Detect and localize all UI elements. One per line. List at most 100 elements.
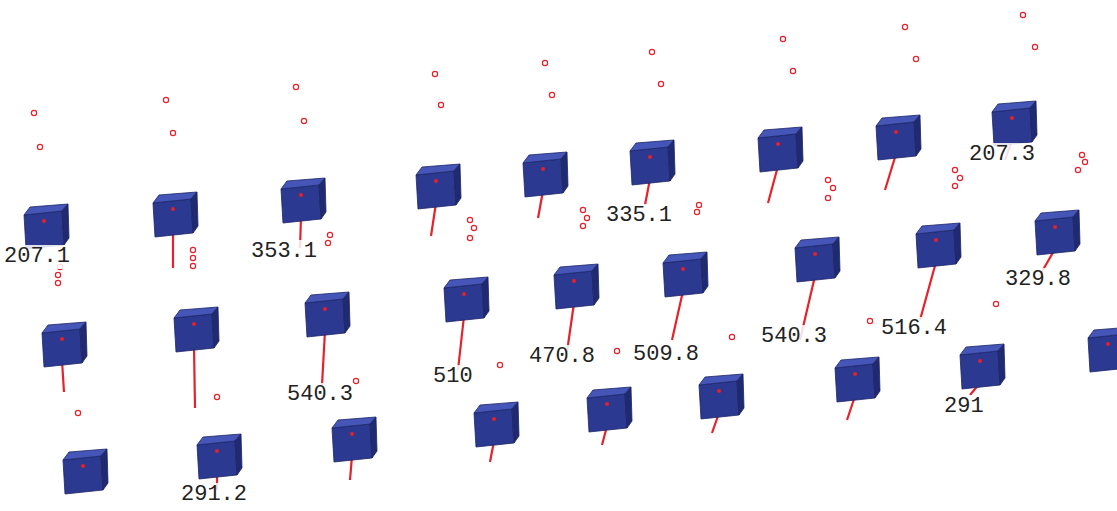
cube [42, 322, 87, 367]
cube-side [62, 204, 69, 245]
marker-circle [902, 24, 907, 29]
rod-line [194, 346, 195, 408]
marker-circle [471, 225, 476, 230]
cube-top [699, 374, 743, 385]
cube-marker [192, 322, 196, 326]
rods [62, 140, 1055, 490]
cubes [24, 101, 1117, 494]
cube-top [63, 449, 107, 460]
cube-side [343, 292, 350, 333]
cube [876, 115, 921, 160]
cube-front [1035, 217, 1075, 255]
cube-front [699, 381, 739, 419]
cube-side [454, 164, 461, 205]
cube-side [1030, 101, 1037, 142]
cube-top [42, 322, 86, 333]
cube [444, 277, 489, 322]
cube-front [587, 394, 627, 432]
cube-top [1035, 210, 1079, 221]
cube [197, 434, 242, 479]
cube [663, 252, 708, 297]
rod-line [62, 361, 64, 392]
rod-line [172, 231, 174, 268]
value-label: 291 [943, 395, 985, 419]
cube-side [668, 140, 675, 181]
cube-side [625, 387, 632, 428]
value-label: 540.3 [286, 383, 354, 407]
marker-circle [549, 92, 554, 97]
marker-circles [31, 12, 1087, 415]
marker-circle [1020, 12, 1025, 17]
rod-line [458, 316, 464, 370]
cube-front [63, 456, 103, 494]
cube [174, 307, 219, 352]
marker-circle [614, 348, 619, 353]
cube-side [482, 277, 489, 318]
value-label: 353.1 [250, 240, 318, 264]
marker-circle [1079, 152, 1084, 157]
marker-circle [825, 177, 830, 182]
cube-side [80, 322, 87, 363]
cube-top [523, 152, 567, 163]
cube-top [174, 307, 218, 318]
cube-front [305, 299, 345, 337]
cube-top [630, 140, 674, 151]
marker-circle [467, 217, 472, 222]
cube [835, 357, 880, 402]
cube [587, 387, 632, 432]
cube-top [992, 101, 1036, 112]
value-label: 335.1 [605, 204, 673, 228]
value-label: 207.3 [968, 143, 1036, 167]
cube-marker [60, 337, 64, 341]
cube-side [212, 307, 219, 348]
cube-front [474, 409, 514, 447]
cube-front [795, 244, 835, 282]
cube-side [235, 434, 242, 475]
cube-side [998, 344, 1005, 385]
marker-circle [790, 68, 795, 73]
marker-circle [542, 60, 547, 65]
cube-marker [541, 167, 545, 171]
cube [992, 101, 1037, 146]
cube-marker [776, 142, 780, 146]
cube-front [174, 314, 214, 352]
marker-circle [75, 410, 80, 415]
cube-marker [572, 279, 576, 283]
cube-front [835, 364, 875, 402]
cube-marker [492, 417, 496, 421]
cube-side [873, 357, 880, 398]
rod-line [322, 331, 325, 385]
value-label: 291.2 [180, 483, 248, 507]
marker-circle [957, 175, 962, 180]
cube-marker [934, 238, 938, 242]
value-label: 540.3 [760, 325, 828, 349]
cube-side [561, 152, 568, 193]
marker-circle [163, 97, 168, 102]
cube [24, 204, 69, 249]
cube-front [554, 271, 594, 309]
cube-marker [350, 432, 354, 436]
marker-circle [580, 207, 585, 212]
marker-circle [31, 110, 36, 115]
cube-top [281, 178, 325, 189]
cube-marker [1053, 225, 1057, 229]
rod-line [768, 166, 778, 203]
cube-front [523, 159, 563, 197]
cube-side [833, 237, 840, 278]
cube-front [416, 171, 456, 209]
cube-top [587, 387, 631, 398]
cube-side [319, 178, 326, 219]
cube-front [24, 211, 64, 249]
cube-side [1073, 210, 1080, 251]
cube-front [960, 351, 1000, 389]
marker-circle [913, 56, 918, 61]
cube-front [630, 147, 670, 185]
cube-side [512, 402, 519, 443]
value-label: 207.1 [3, 245, 71, 269]
cube-marker [1106, 342, 1110, 346]
marker-circle [580, 223, 585, 228]
cube-front [1088, 334, 1117, 372]
cube [630, 140, 675, 185]
cube [153, 192, 198, 237]
